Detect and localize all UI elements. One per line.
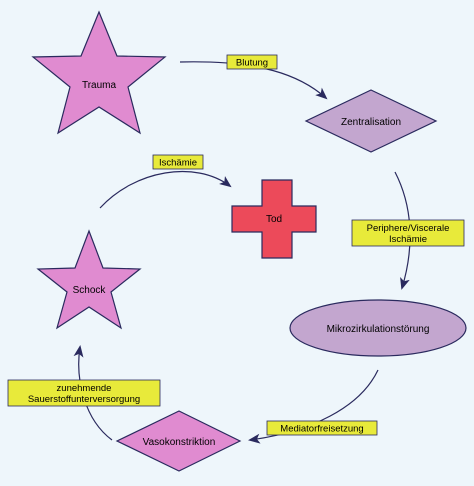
tod-cross-shape (231, 179, 317, 259)
zentralisation-node: Zentralisation (304, 89, 438, 153)
schock-star-shape (36, 229, 142, 330)
blutung-tag: Blutung (226, 54, 278, 70)
mediatorfreisetzung-tag: Mediatorfreisetzung (266, 420, 378, 436)
schock-label: Schock (73, 285, 107, 296)
mikrozirkulation-label: Mikrozirkulationstörung (327, 324, 430, 335)
mikrozirkulation-ellipse-shape (289, 299, 467, 357)
vasokonstriktion-diamond-shape (115, 410, 242, 472)
periphere-ischaemie-tag: Periphere/Viscerale Ischämie (351, 219, 465, 247)
trauma-node: Trauma (31, 10, 167, 135)
zentralisation-label: Zentralisation (341, 117, 401, 128)
tod-label: Tod (266, 214, 282, 225)
vasokonstriktion-node: Vasokonstriktion (115, 410, 242, 472)
periphere-ischaemie-tag-line2: Ischämie (389, 234, 427, 245)
blutung-tag-text: Blutung (236, 58, 268, 69)
vasokonstriktion-label: Vasokonstriktion (143, 437, 216, 448)
sauerstoff-tag-line2: Sauerstoffunterversorgung (28, 394, 140, 405)
sauerstoff-tag-box (7, 379, 161, 407)
mikrozirkulation-node: Mikrozirkulationstörung (289, 299, 467, 357)
zentralisation-diamond-shape (304, 89, 438, 153)
sauerstoff-tag: zunehmende Sauerstoffunterversorgung (7, 379, 161, 407)
periphere-ischaemie-tag-line1: Periphere/Viscerale (367, 223, 450, 234)
blutung-tag-box (226, 54, 278, 70)
tod-node: Tod (231, 179, 317, 259)
edge-mikrozirkulation-to-vasokonstriktion (248, 369, 379, 444)
ischaemie-tag-box (152, 154, 204, 170)
edge-schock-to-tod (99, 170, 232, 209)
ischaemie-tag: Ischämie (152, 154, 204, 170)
schock-node: Schock (36, 229, 142, 330)
sauerstoff-tag-line1: zunehmende (57, 383, 112, 394)
periphere-ischaemie-tag-box (351, 219, 465, 247)
mediatorfreisetzung-tag-text: Mediatorfreisetzung (280, 424, 363, 435)
trauma-star-shape (31, 10, 167, 135)
ischaemie-tag-text: Ischämie (159, 158, 197, 169)
mediatorfreisetzung-tag-box (266, 420, 378, 436)
trauma-label: Trauma (82, 80, 117, 91)
edge-trauma-to-zentralisation (179, 61, 328, 100)
